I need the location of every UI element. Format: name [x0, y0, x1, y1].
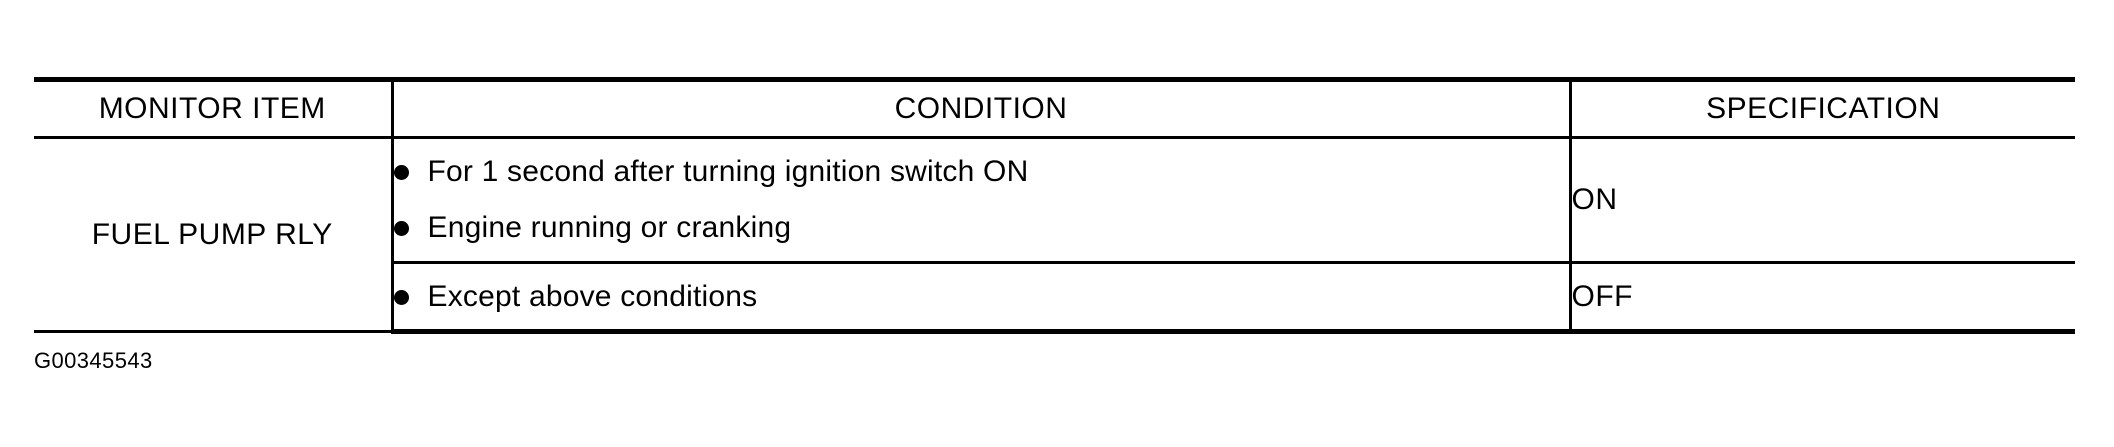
condition-text: Engine running or cranking: [427, 211, 792, 244]
bullet-dot-icon: [393, 289, 409, 305]
table-row: Except above conditions OFF: [34, 262, 2075, 334]
column-header-monitor-item: MONITOR ITEM: [34, 77, 394, 139]
table-body: FUEL PUMP RLY For 1 second after turning…: [34, 137, 2075, 334]
bullet-dot-icon: [393, 165, 409, 180]
column-header-specification: SPECIFICATION: [1570, 77, 2075, 139]
condition-text: For 1 second after turning ignition swit…: [427, 155, 1029, 188]
table-header-row: MONITOR ITEM CONDITION SPECIFICATION: [34, 77, 2075, 139]
list-item: For 1 second after turning ignition swit…: [393, 144, 1569, 200]
list-item: Engine running or cranking: [393, 200, 1569, 256]
cell-specification-on: ON: [1570, 137, 2075, 264]
cell-condition-row-1: For 1 second after turning ignition swit…: [392, 137, 1572, 264]
condition-bullet-list: Except above conditions: [393, 266, 1569, 328]
list-item: Except above conditions: [393, 266, 1569, 328]
table-row: FUEL PUMP RLY For 1 second after turning…: [34, 137, 2075, 333]
figure-caption: G00345543: [34, 348, 153, 373]
monitor-item-spec-table: MONITOR ITEM CONDITION SPECIFICATION FUE…: [34, 77, 2075, 334]
cell-condition-row-2: Except above conditions: [392, 262, 1572, 334]
condition-text: Except above conditions: [427, 279, 758, 313]
cell-specification-off: OFF: [1570, 262, 2075, 334]
cell-monitor-item-fuel-pump-rly: FUEL PUMP RLY: [34, 137, 394, 333]
condition-bullet-list: For 1 second after turning ignition swit…: [393, 144, 1569, 256]
table-head: MONITOR ITEM CONDITION SPECIFICATION: [34, 77, 2075, 139]
bullet-dot-icon: [393, 221, 409, 236]
column-header-condition: CONDITION: [392, 77, 1572, 139]
